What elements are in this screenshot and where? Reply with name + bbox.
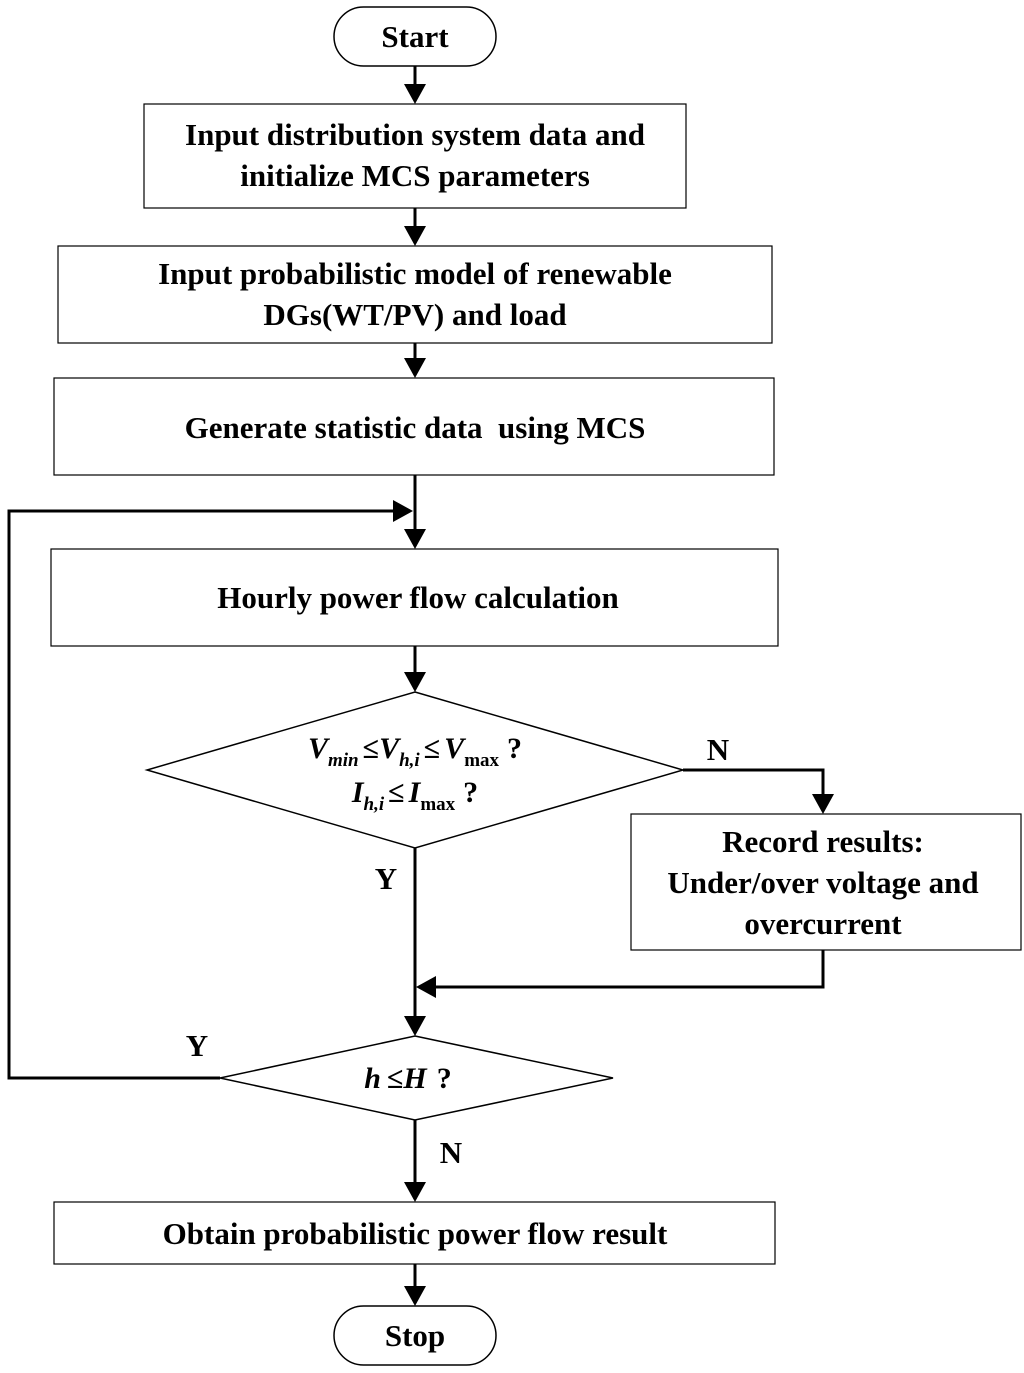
decision1-yes-label: Y bbox=[375, 861, 397, 896]
record-line-1: Record results: bbox=[722, 824, 924, 859]
hourly-box: Hourly power flow calculation bbox=[50, 548, 779, 647]
hour-condition: h≤H? bbox=[364, 1062, 452, 1095]
current-condition: Ih,i≤Imax? bbox=[351, 776, 478, 815]
voltage-current-decision: Vmin≤Vh,i≤Vmax? Ih,i≤Imax? bbox=[144, 691, 686, 849]
hourly-label: Hourly power flow calculation bbox=[217, 580, 619, 615]
generate-box: Generate statistic data using MCS bbox=[53, 377, 775, 476]
hour-decision: h≤H? bbox=[219, 1035, 614, 1121]
connectors bbox=[7, 66, 834, 1306]
record-line-2: Under/over voltage and bbox=[667, 865, 978, 900]
stop-label: Stop bbox=[385, 1318, 445, 1353]
decision2-no-label: N bbox=[440, 1135, 462, 1170]
generate-label: Generate statistic data using MCS bbox=[185, 410, 646, 445]
start-label: Start bbox=[381, 19, 449, 54]
record-results-box: Record results: Under/over voltage and o… bbox=[630, 813, 1022, 951]
stop-terminal: Stop bbox=[333, 1305, 497, 1366]
input-model-line-1: Input probabilistic model of renewable bbox=[158, 256, 672, 291]
input-system-line-2: initialize MCS parameters bbox=[240, 158, 590, 193]
input-system-line-1: Input distribution system data and bbox=[185, 117, 645, 152]
obtain-label: Obtain probabilistic power flow result bbox=[163, 1216, 668, 1251]
decision1-no-label: N bbox=[707, 732, 729, 767]
record-line-3: overcurrent bbox=[744, 906, 902, 941]
decision2-yes-label: Y bbox=[186, 1028, 208, 1063]
obtain-result-box: Obtain probabilistic power flow result bbox=[53, 1201, 776, 1265]
input-model-line-2: DGs(WT/PV) and load bbox=[263, 297, 566, 332]
input-system-box: Input distribution system data and initi… bbox=[143, 103, 687, 209]
start-terminal: Start bbox=[333, 6, 497, 67]
voltage-condition: Vmin≤Vh,i≤Vmax? bbox=[308, 732, 522, 771]
input-model-box: Input probabilistic model of renewable D… bbox=[57, 245, 773, 344]
